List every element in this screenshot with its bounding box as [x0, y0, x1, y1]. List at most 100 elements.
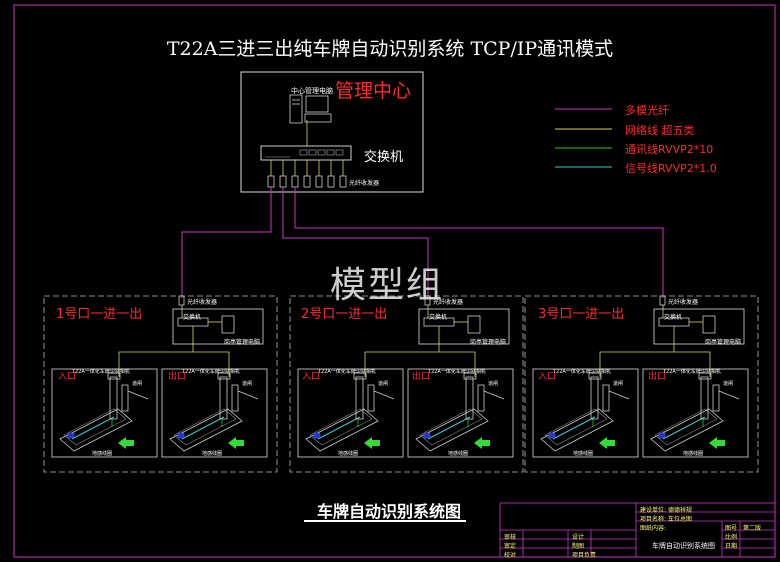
gate-group-1: [43, 295, 278, 473]
gate-2-entry-lane-direction-arrow-icon: [364, 437, 380, 449]
gate-3-exit-lane: [642, 368, 749, 458]
tb-stamp: 第二版: [743, 525, 762, 532]
gate-1-lane-2-loop-label: 地感线圈: [202, 451, 223, 457]
gate-1-entry-lane-barrier-box: [121, 384, 129, 412]
gate-2-exit-lane-frame: [407, 368, 514, 458]
center-box: [240, 71, 424, 193]
gate-3-lane-2-barrier-label: 道闸: [723, 381, 734, 387]
gate-1-entry-label: 入口: [58, 372, 77, 382]
gate-1-entry-lane-camera-head: [107, 372, 121, 380]
gate-3-frame: [524, 295, 759, 473]
fiber-links: [181, 187, 664, 298]
gate-1-exit-lane-loop-line: [181, 416, 225, 440]
gate-2-lane-1-loop-label: 地感线圈: [338, 451, 359, 457]
gate-3-lane-1-camera-label: T22A一体化车牌识别相机: [553, 369, 611, 375]
gate-2-label: 2号口一进一出: [301, 307, 388, 322]
gate-2-exit-lane-camera-pole: [465, 376, 474, 420]
gate-2-lane-1-camera-label: T22A一体化车牌识别相机: [318, 369, 376, 375]
gate-1-exit-lane: [161, 368, 268, 458]
gate-2-exit-lane-loop-line: [427, 416, 471, 440]
gate-1-lane-links: [118, 351, 230, 377]
center-switch-label: 交换机: [364, 150, 404, 165]
gate-2-entry-lane-barrier-arm: [373, 390, 395, 400]
gate-1-entry-lane-camera-pole: [109, 376, 118, 420]
gate-1-exit-lane-frame: [161, 368, 268, 458]
gate-2-exit-lane-direction-arrow-icon: [474, 437, 490, 449]
gate-3-exit-lane-camera-pole: [700, 376, 709, 420]
gate-1-entry-lane-direction-arrow-icon: [118, 437, 134, 449]
gate-1-exit-lane-car-icon: [177, 432, 185, 439]
gate-1-pc-label: 岗亭管理电脑: [224, 339, 261, 346]
gate-1-switch-label: 交换机: [183, 314, 202, 321]
gate-1-exit-lane-barrier-box: [231, 384, 239, 412]
tb-mid-row-1: 制图: [572, 543, 585, 550]
gate-1-fiber-converter: [178, 295, 185, 306]
gate-2-exit-lane-barrier-arm: [483, 390, 505, 400]
gate-2-booth: [418, 308, 510, 345]
watermark: 模型组: [330, 265, 445, 306]
gate-2-exit-lane: [407, 368, 514, 458]
gate-3-exit-lane-frame: [642, 368, 749, 458]
gate-2-entry-lane-loop-line: [317, 416, 361, 440]
gate-1-lane-1-loop-label: 地感线圈: [92, 451, 113, 457]
gate-3-lane-1-loop-label: 地感线圈: [573, 451, 594, 457]
legend-label-comm: 通讯线RVVP2*10: [625, 143, 714, 156]
gate-3-label: 3号口一进一出: [538, 307, 625, 322]
gate-3-entry-lane-camera-pole: [590, 376, 599, 420]
gate-1-exit-lane-camera-pole: [219, 376, 228, 420]
gate-1-exit-lane-lane-inner: [173, 408, 237, 446]
tb-client-value: 德德祥规: [668, 507, 693, 514]
tb-right-row-1: 比例: [725, 534, 738, 541]
gate-2-entry-lane-barrier-box: [367, 384, 375, 412]
gate-3-fiber-converter: [659, 295, 666, 306]
tb-mid-row-2: 项目负责: [572, 552, 597, 559]
gate-3-pc-label: 岗亭管理电脑: [705, 339, 742, 346]
gate-2-exit-lane-car-icon: [423, 432, 431, 439]
gate-1-entry-lane-road: [59, 408, 133, 452]
gate-1-fiber-label: 光纤收发器: [187, 299, 218, 306]
gate-2-entry-lane-camera-pole: [355, 376, 364, 420]
tb-project-label: 项目名称:: [640, 516, 667, 523]
gate-3-entry-lane-barrier-arm: [608, 390, 630, 400]
gate-1-exit-lane-direction-arrow-icon: [228, 437, 244, 449]
tb-project-value: 车位总图: [668, 516, 693, 523]
gate-1-exit-lane-barrier-arm: [237, 390, 259, 400]
gate-2-lane-2-barrier-label: 道闸: [488, 381, 499, 387]
gate-3-entry-lane-barrier-box: [602, 384, 610, 412]
tb-left-row-0: 审核: [504, 534, 517, 541]
tb-left-row-2: 校对: [504, 552, 517, 559]
gate-1-entry-lane-loop-line: [71, 416, 115, 440]
center-computer-icon: [289, 94, 332, 124]
gate-2-entry-lane-camera-head: [353, 372, 367, 380]
gate-3-exit-lane-lane-inner: [654, 408, 718, 446]
bottom-title: 车牌自动识别系统图: [317, 502, 462, 521]
center-fiber-label: 光纤收发器: [349, 180, 380, 187]
gate-1-lane-1-barrier-label: 道闸: [132, 381, 143, 387]
gate-3-entry-lane-direction-arrow-icon: [599, 437, 615, 449]
gate-1-exit-lane-road: [169, 408, 243, 452]
drawing-frame: [13, 4, 776, 558]
gate-2-pc-label: 岗亭管理电脑: [470, 339, 507, 346]
gate-3-entry-lane: [532, 368, 639, 458]
legend-label-signal: 信号线RVVP2*1.0: [625, 162, 717, 175]
gate-3-entry-lane-loop-line: [552, 416, 596, 440]
gate-1-entry-lane-lane-inner: [63, 408, 127, 446]
gate-3-fiber-label: 光纤收发器: [668, 299, 699, 306]
gate-group-3: [524, 295, 759, 473]
tb-mid-row-0: 设计: [572, 534, 585, 541]
gate-1-lane-2-barrier-label: 道闸: [242, 381, 253, 387]
gate-3-entry-lane-frame: [532, 368, 639, 458]
center-name: 管理中心: [335, 80, 412, 102]
gate-3-pc-icon: [702, 315, 716, 334]
gate-1-entry-lane-car-icon: [67, 432, 75, 439]
title-block: [499, 502, 776, 558]
gate-3-exit-lane-car-icon: [658, 432, 666, 439]
gate-3-entry-lane-road: [540, 408, 614, 452]
gate-1-exit-lane-camera-head: [217, 372, 231, 380]
gate-2-lane-1-barrier-label: 道闸: [378, 381, 389, 387]
gate-3-exit-lane-loop-line: [662, 416, 706, 440]
center-switch: [260, 145, 352, 161]
tb-left-row-1: 审定: [504, 543, 517, 550]
gate-2-pc-icon: [467, 315, 481, 334]
